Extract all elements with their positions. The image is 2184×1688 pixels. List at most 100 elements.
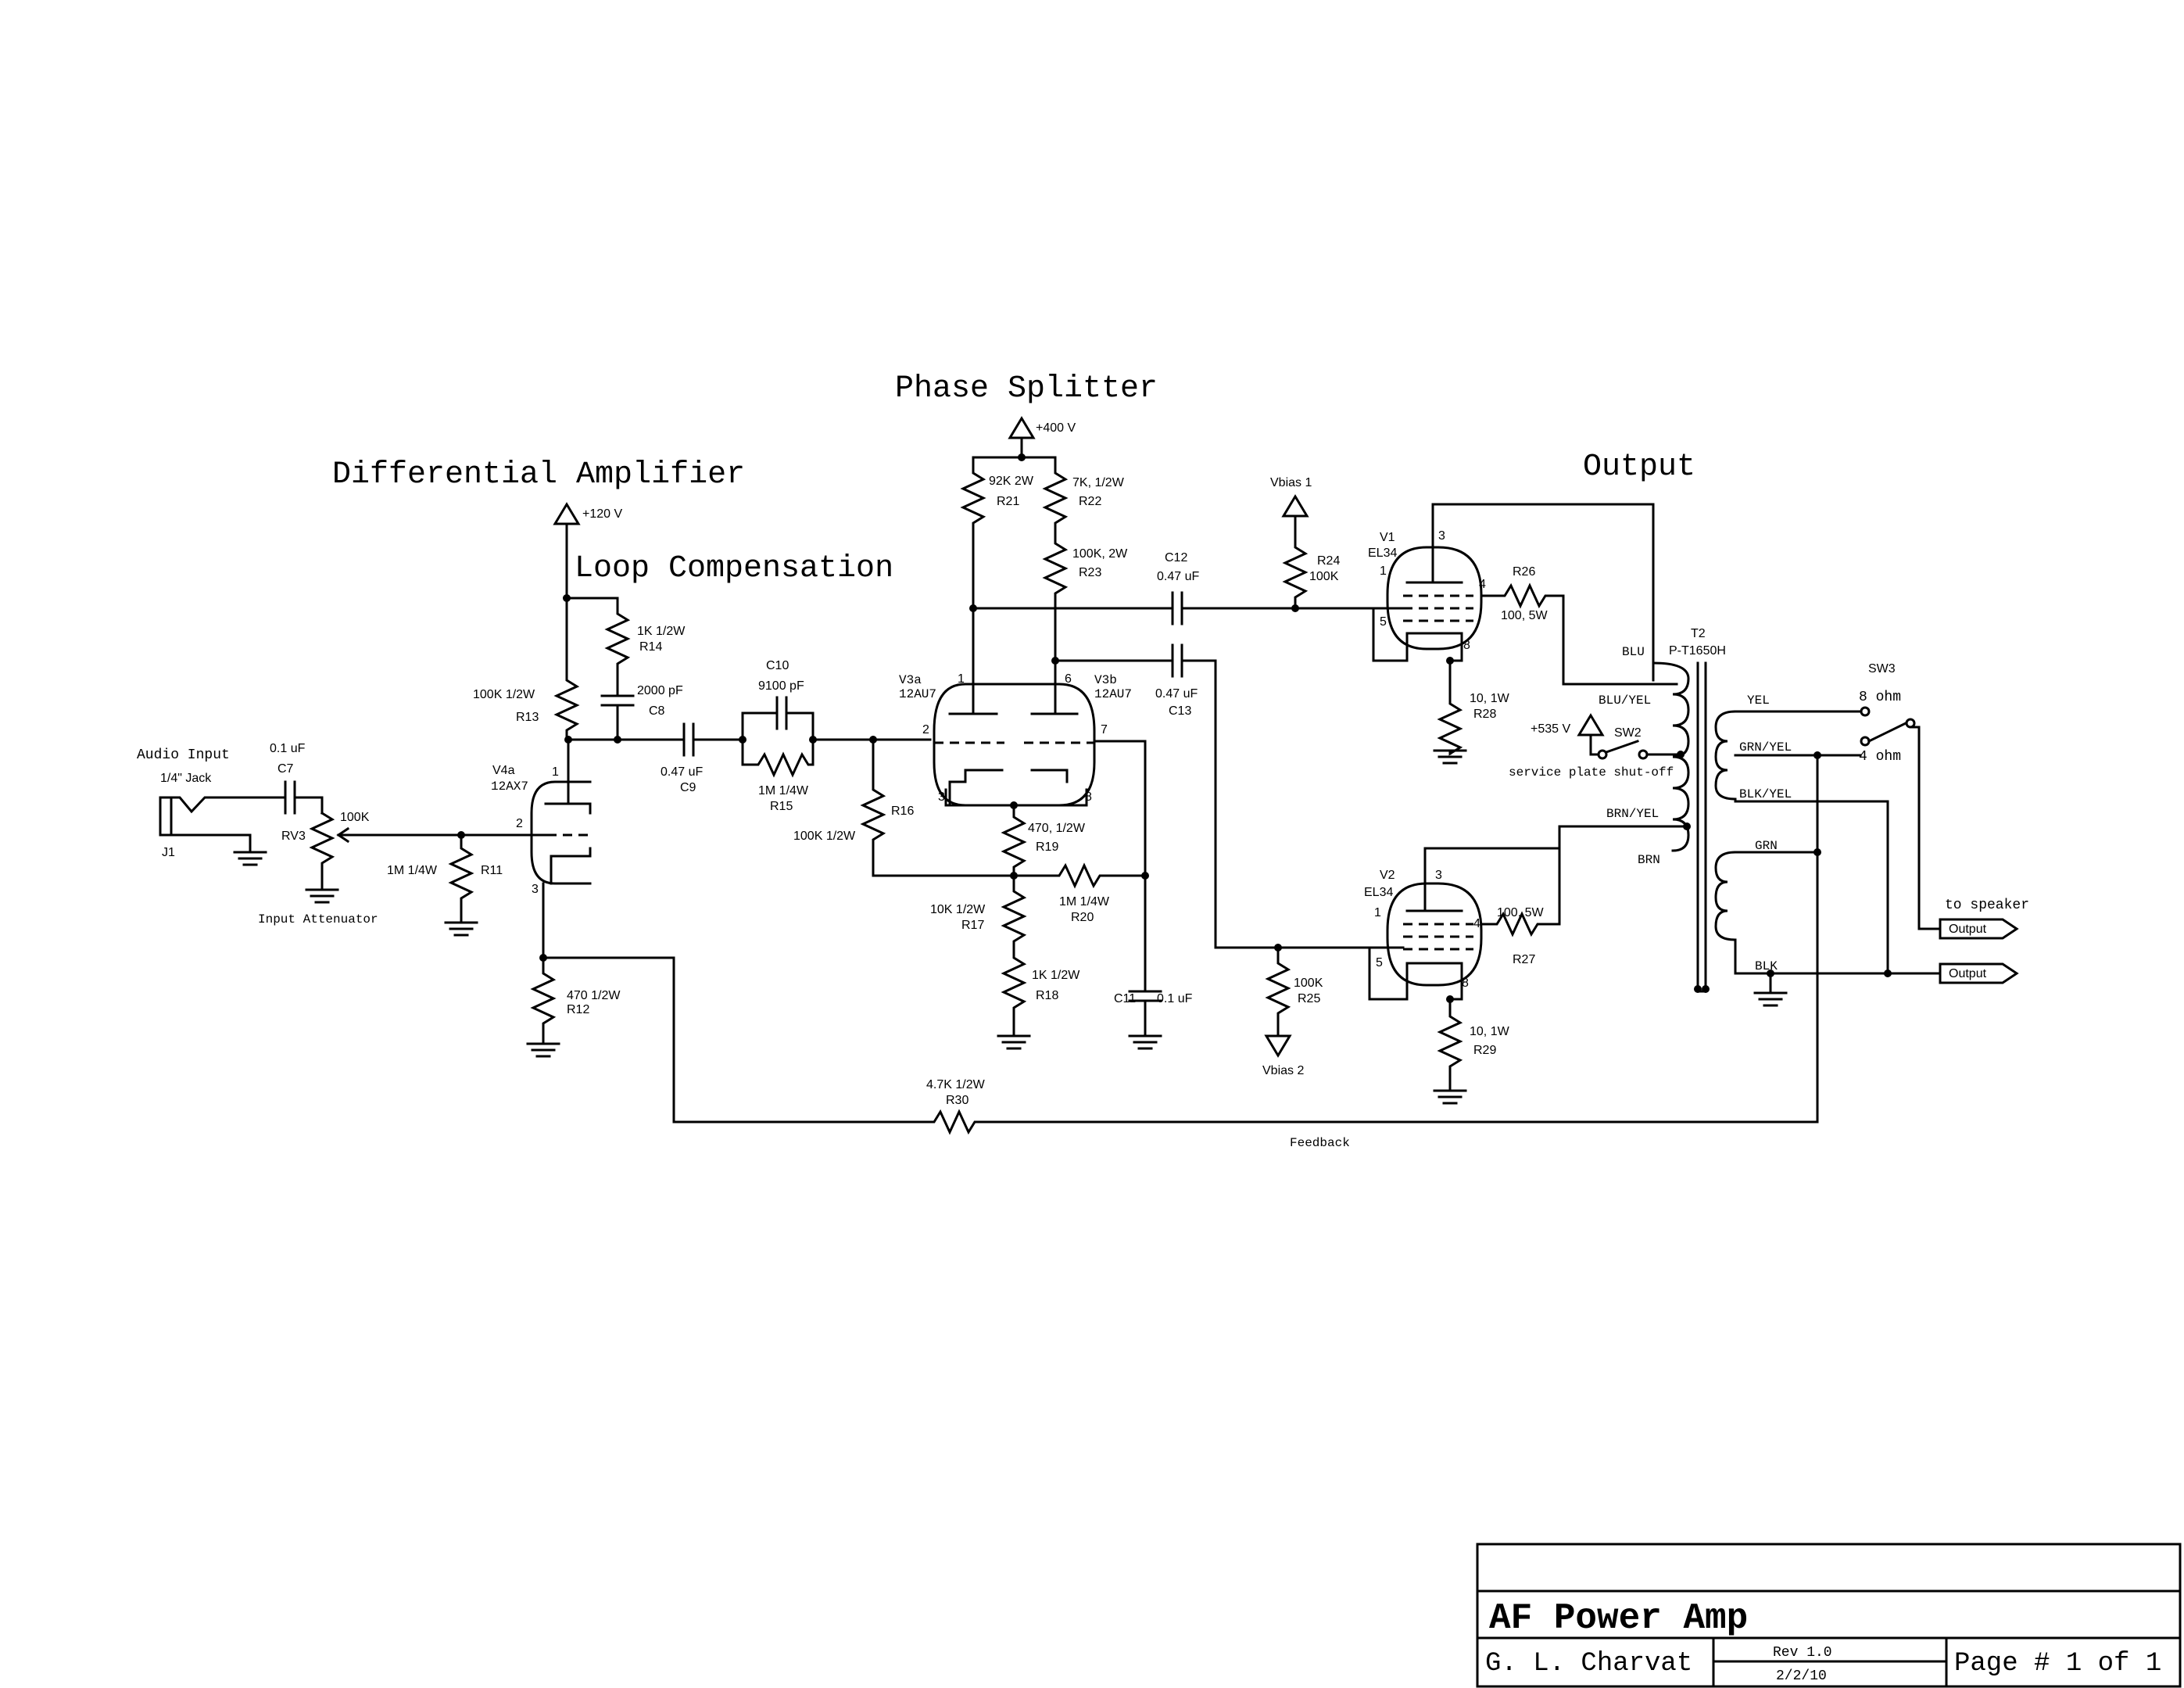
c13-value: 0.47 uF — [1155, 687, 1198, 701]
r12-label: R12 — [567, 1003, 589, 1016]
capacitor-c7 — [284, 780, 324, 815]
supply-400v-label: +400 V — [1036, 421, 1076, 435]
output-connector-2 — [1939, 962, 2019, 984]
r19-value: 470, 1/2W — [1028, 822, 1086, 835]
r30-value: 4.7K 1/2W — [926, 1078, 986, 1091]
supply-120v-label: +120 V — [582, 507, 622, 521]
capacitor-c12 — [972, 591, 1377, 625]
r29-value: 10, 1W — [1470, 1025, 1510, 1038]
resistor-r12 — [526, 954, 560, 1058]
r27-label: R27 — [1513, 953, 1535, 966]
input-jack-j1 — [159, 796, 287, 866]
v2-pin-8: 8 — [1462, 977, 1469, 990]
r15-label: R15 — [770, 800, 793, 813]
r26-value: 100, 5W — [1501, 609, 1548, 622]
capacitor-c10-network — [741, 696, 817, 778]
r29-label: R29 — [1473, 1044, 1496, 1057]
r24-label: R24 — [1317, 554, 1340, 568]
r13-label: R13 — [516, 711, 539, 724]
r30-label: R30 — [946, 1094, 968, 1107]
tap-4-ohm: 4 ohm — [1859, 749, 1901, 765]
r15-value: 1M 1/4W — [758, 784, 809, 797]
r26-label: R26 — [1513, 565, 1535, 579]
v2-pin-4: 4 — [1473, 917, 1480, 930]
v2-label: V2 — [1380, 869, 1395, 882]
lead-blk-yel: BLK/YEL — [1739, 787, 1792, 801]
secondary-wiring — [1734, 706, 1942, 1007]
v4a-pin-2: 2 — [516, 817, 523, 830]
v4a-type: 12AX7 — [491, 779, 528, 794]
v3a-label: V3a — [899, 673, 922, 687]
v1-pin-5: 5 — [1380, 615, 1387, 629]
section-title-differential-amplifier: Differential Amplifier — [332, 457, 745, 493]
r21-value: 92K 2W — [989, 475, 1034, 488]
v1-label: V1 — [1380, 531, 1395, 544]
v2-pin-5: 5 — [1376, 956, 1383, 969]
v1-pin-3: 3 — [1438, 529, 1445, 543]
lead-yel: YEL — [1747, 693, 1770, 708]
resistor-r11 — [444, 831, 478, 937]
section-title-output: Output — [1583, 450, 1695, 485]
tube-v3 — [933, 607, 1147, 877]
v3-pin-1: 1 — [958, 672, 965, 686]
c7-label: C7 — [277, 762, 294, 776]
tap-8-ohm: 8 ohm — [1859, 690, 1901, 705]
resistor-r22 — [1042, 456, 1069, 665]
r13-value: 100K 1/2W — [473, 688, 535, 701]
c7-value: 0.1 uF — [270, 742, 306, 755]
c13-label: C13 — [1169, 704, 1191, 718]
resistor-r25 — [1264, 946, 1292, 1058]
r21-label: R21 — [997, 495, 1019, 508]
feedback-network — [542, 851, 1819, 1135]
title-block-author: G. L. Charvat — [1485, 1649, 1692, 1679]
title-block-date: 2/2/10 — [1776, 1668, 1827, 1684]
r24-value: 100K — [1309, 570, 1339, 583]
resistor-r19 — [1001, 804, 1027, 880]
r28-value: 10, 1W — [1470, 692, 1510, 705]
r12-value: 470 1/2W — [567, 989, 621, 1002]
r16-label: R16 — [891, 805, 914, 818]
vbias2-label: Vbias 2 — [1262, 1064, 1304, 1077]
c10-value: 9100 pF — [758, 679, 804, 693]
supply-vbias1 — [1281, 494, 1309, 610]
title-block-title: AF Power Amp — [1489, 1598, 1748, 1639]
title-block — [1476, 1543, 2182, 1688]
audio-input-label: Audio Input — [137, 747, 230, 763]
c10-label: C10 — [766, 659, 789, 672]
resistor-r13 — [553, 594, 580, 744]
v1-pin-1: 1 — [1380, 564, 1387, 578]
v3-pin-2: 2 — [922, 723, 929, 736]
output-connector-2-label: Output — [1949, 967, 1987, 980]
r17-value: 10K 1/2W — [930, 903, 986, 916]
capacitor-c9 — [682, 722, 746, 757]
v3-pin-6: 6 — [1065, 672, 1072, 686]
sw3-label: SW3 — [1868, 662, 1896, 676]
r25-label: R25 — [1298, 992, 1320, 1005]
r11-label: R11 — [481, 864, 503, 877]
v3-pin-7: 7 — [1101, 723, 1108, 736]
lead-brn-yel: BRN/YEL — [1606, 807, 1659, 821]
sw2-note: service plate shut-off — [1509, 765, 1674, 779]
resistor-r17 — [997, 874, 1031, 1050]
r14-value: 1K 1/2W — [637, 625, 686, 638]
section-title-loop-compensation: Loop Compensation — [575, 551, 893, 586]
v3b-type: 12AU7 — [1094, 687, 1132, 701]
supply-400v — [972, 416, 1057, 461]
supply-120v — [553, 502, 581, 600]
capacitor-c8 — [600, 694, 635, 744]
v4a-label: V4a — [492, 764, 515, 777]
r28-label: R28 — [1473, 708, 1496, 721]
tube-v2 — [1368, 825, 1688, 1105]
tube-v4a — [464, 738, 594, 963]
output-transformer-t2 — [1562, 661, 1737, 993]
potentiometer-rv3 — [305, 811, 467, 904]
feedback-label: Feedback — [1290, 1136, 1350, 1150]
v1-type: EL34 — [1368, 547, 1397, 560]
r18-label: R18 — [1036, 989, 1058, 1002]
r23-value: 100K, 2W — [1072, 547, 1128, 561]
v4a-pin-1: 1 — [552, 765, 559, 779]
v1-pin-8: 8 — [1463, 639, 1470, 652]
r23-label: R23 — [1079, 566, 1101, 579]
v3a-type: 12AU7 — [899, 687, 936, 701]
r20-value: 1M 1/4W — [1059, 895, 1110, 909]
